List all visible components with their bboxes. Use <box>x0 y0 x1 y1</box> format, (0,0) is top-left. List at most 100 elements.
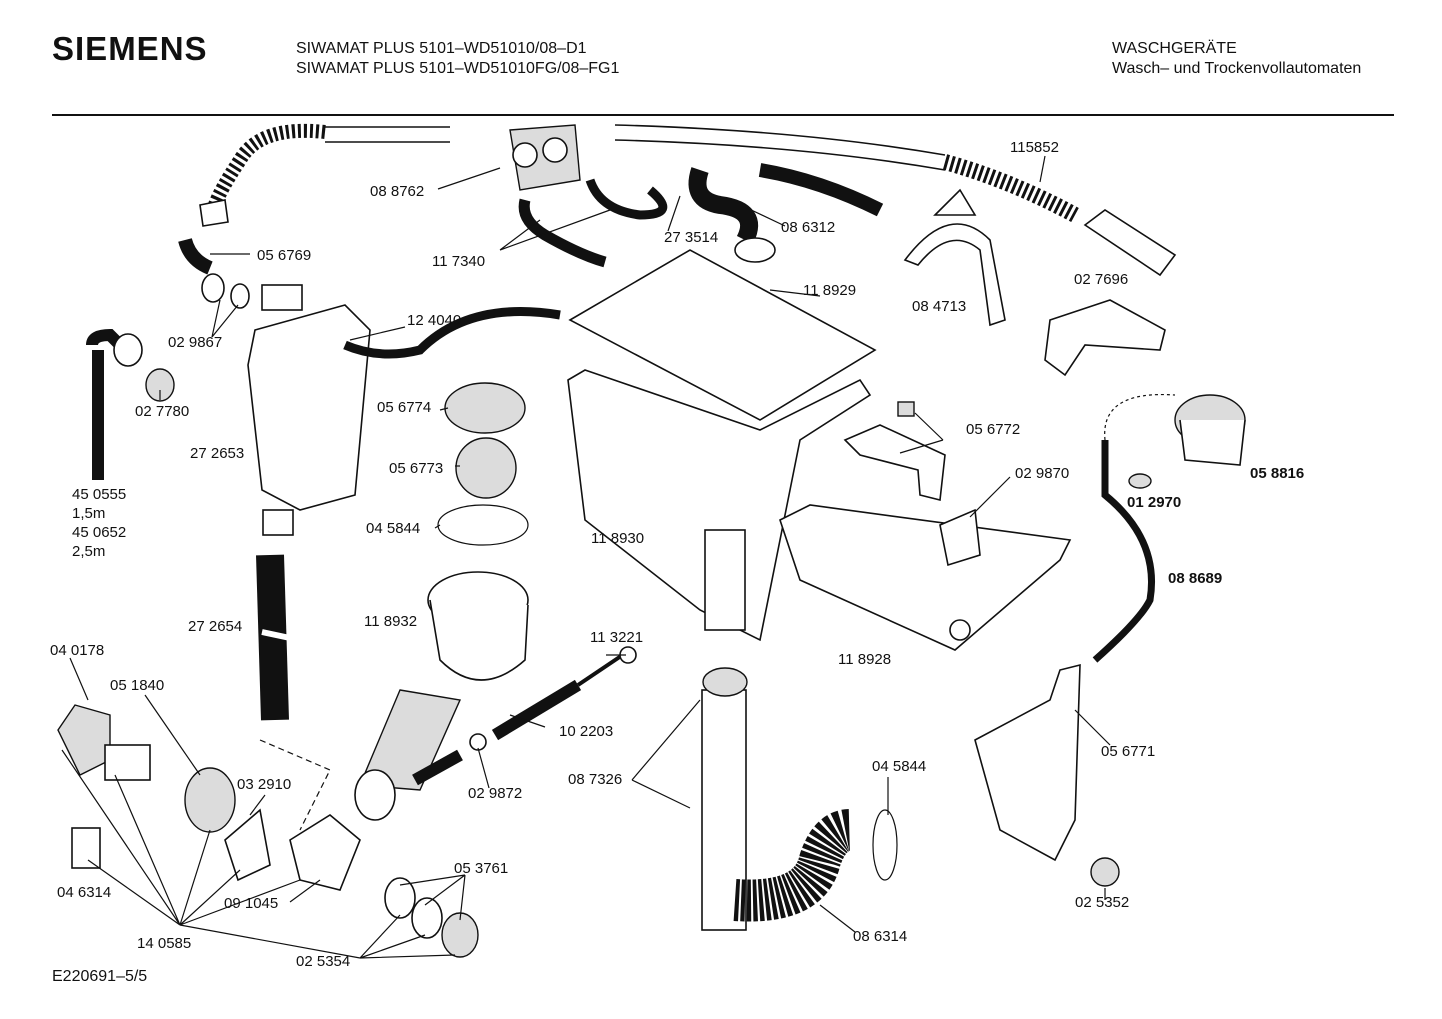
part-label: 27 2653 <box>190 445 244 462</box>
hose-086312 <box>688 167 759 245</box>
part-label: 02 9872 <box>468 785 522 802</box>
seal-ring-029867 <box>201 273 225 303</box>
bracket-084713 <box>903 223 1006 327</box>
frame-029870 <box>939 508 981 567</box>
chamber-neck <box>262 509 294 536</box>
leader <box>1039 155 1046 183</box>
part-label: 05 3761 <box>454 860 508 877</box>
part-label: 2,5m <box>72 543 105 560</box>
top-hose-left <box>325 126 450 143</box>
leader <box>509 714 546 728</box>
hose-086312-b <box>758 163 884 217</box>
tube-102203 <box>491 679 582 741</box>
leader <box>211 299 239 338</box>
corrugated-hose-right <box>942 154 1079 223</box>
parts-drawing <box>57 123 1246 958</box>
leader <box>437 167 501 190</box>
dispenser-cover-118929 <box>568 249 877 421</box>
sump-outlet <box>354 769 396 821</box>
model-line-2: SIWAMAT PLUS 5101–WD51010FG/08–FG1 <box>296 60 620 77</box>
part-label: 02 9870 <box>1015 465 1069 482</box>
category-line-1: WASCHGERÄTE <box>1112 40 1237 57</box>
part-label: 08 6314 <box>853 928 907 945</box>
drain-hose-clamp <box>113 333 143 367</box>
corrugated-hose-top <box>208 123 326 208</box>
hose-end-027696 <box>1083 209 1177 277</box>
part-label: 04 5844 <box>872 758 926 775</box>
leader <box>744 206 786 227</box>
leader <box>61 749 301 926</box>
part-label: 08 8762 <box>370 183 424 200</box>
valve-coil-2 <box>542 137 568 163</box>
leader <box>477 747 490 789</box>
part-label: 03 2910 <box>237 776 291 793</box>
bellows-056774 <box>444 382 526 434</box>
part-label: 115852 <box>1010 139 1059 156</box>
part-label: 11 8932 <box>364 613 417 630</box>
top-hose-right <box>614 124 946 171</box>
part-labels: 115852 08 8762 27 3514 08 6312 11 7340 0… <box>50 139 1304 970</box>
part-label: 09 1045 <box>224 895 278 912</box>
tube-lower <box>412 749 463 786</box>
hose-dashed <box>1104 393 1176 441</box>
clamp-045844-b <box>872 809 898 881</box>
dispenser-outlet <box>704 529 746 631</box>
document-id: E220691–5/5 <box>52 968 148 985</box>
dash-connector <box>259 739 331 831</box>
hose-272654 <box>256 554 289 721</box>
header-divider <box>52 114 1394 116</box>
bracket-056772 <box>843 424 946 501</box>
part-label: 05 6773 <box>389 460 443 477</box>
chamber-272653 <box>247 304 371 511</box>
part-label: 10 2203 <box>559 723 613 740</box>
part-label: 08 8689 <box>1168 570 1222 587</box>
part-label: 04 5844 <box>366 520 420 537</box>
part-label: 11 7340 <box>432 253 485 270</box>
elbow-086314 <box>733 809 852 922</box>
drain-hose-450555 <box>86 328 125 480</box>
filter-032910 <box>224 808 271 882</box>
part-label: 05 1840 <box>110 677 164 694</box>
plug-025352 <box>1090 857 1120 887</box>
part-label: 05 6774 <box>377 399 431 416</box>
impeller-040178 <box>57 704 111 776</box>
hose-124040 <box>343 307 561 359</box>
leader <box>819 904 856 933</box>
leader <box>249 794 266 816</box>
dispenser-housing-118930 <box>567 369 872 642</box>
model-line-1: SIWAMAT PLUS 5101–WD51010/08–D1 <box>296 40 587 57</box>
chamber-clip <box>261 284 303 311</box>
disk-051840 <box>184 767 236 833</box>
seal-053761-a <box>384 877 416 919</box>
leader <box>631 699 701 809</box>
part-label: 08 4713 <box>912 298 966 315</box>
leader <box>399 874 466 921</box>
part-label: 14 0585 <box>137 935 191 952</box>
part-label: 04 6314 <box>57 884 111 901</box>
pressure-switch-body <box>1179 419 1246 466</box>
part-label: 02 5354 <box>296 953 350 970</box>
ring-027780 <box>145 368 175 402</box>
bracket-clip <box>933 188 977 216</box>
clip-046314 <box>71 827 101 869</box>
cap-025354 <box>441 912 479 958</box>
leader <box>144 694 201 776</box>
leader <box>769 289 821 297</box>
part-label: 11 3221 <box>590 629 643 646</box>
hose-088689 <box>1092 440 1156 663</box>
leader <box>349 326 406 341</box>
part-label: 01 2970 <box>1127 494 1181 511</box>
leader <box>289 879 321 903</box>
part-label: 08 6312 <box>781 219 835 236</box>
leader-lines <box>61 155 1111 959</box>
leader <box>667 195 681 232</box>
hose-connector <box>734 237 776 263</box>
part-label: 45 0652 <box>72 524 126 541</box>
part-label: 45 0555 <box>72 486 126 503</box>
part-label: 02 9867 <box>168 334 222 351</box>
pump-091045 <box>289 814 361 891</box>
ball-056773 <box>455 437 517 499</box>
part-label: 05 8816 <box>1250 465 1304 482</box>
holder-bracket <box>1044 299 1166 377</box>
